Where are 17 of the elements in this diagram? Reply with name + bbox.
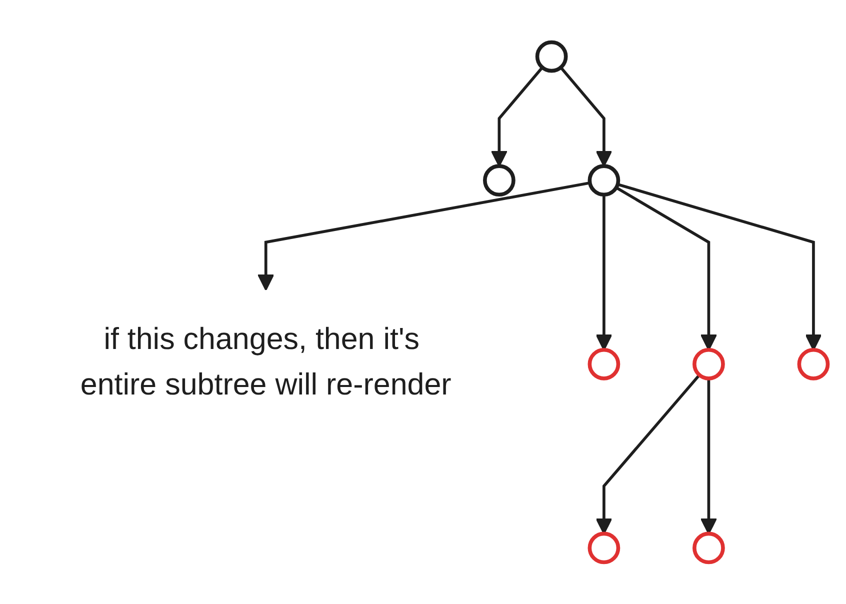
arrow — [560, 66, 612, 167]
node-circle — [797, 348, 830, 380]
node-circle — [692, 532, 725, 564]
arrow — [596, 194, 612, 350]
arrow — [257, 181, 590, 290]
arrow — [596, 374, 700, 534]
node-circle — [588, 164, 620, 196]
node-circle — [535, 40, 568, 72]
arrow — [617, 182, 822, 350]
arrow — [700, 378, 718, 534]
node-circle — [692, 348, 725, 380]
arrow — [616, 186, 718, 350]
arrow — [490, 66, 544, 167]
node-circle — [588, 532, 620, 564]
node-circle — [483, 164, 516, 196]
node-text: if this changes, then it's entire subtree will re-render — [80, 324, 452, 402]
node-circle — [588, 348, 620, 380]
